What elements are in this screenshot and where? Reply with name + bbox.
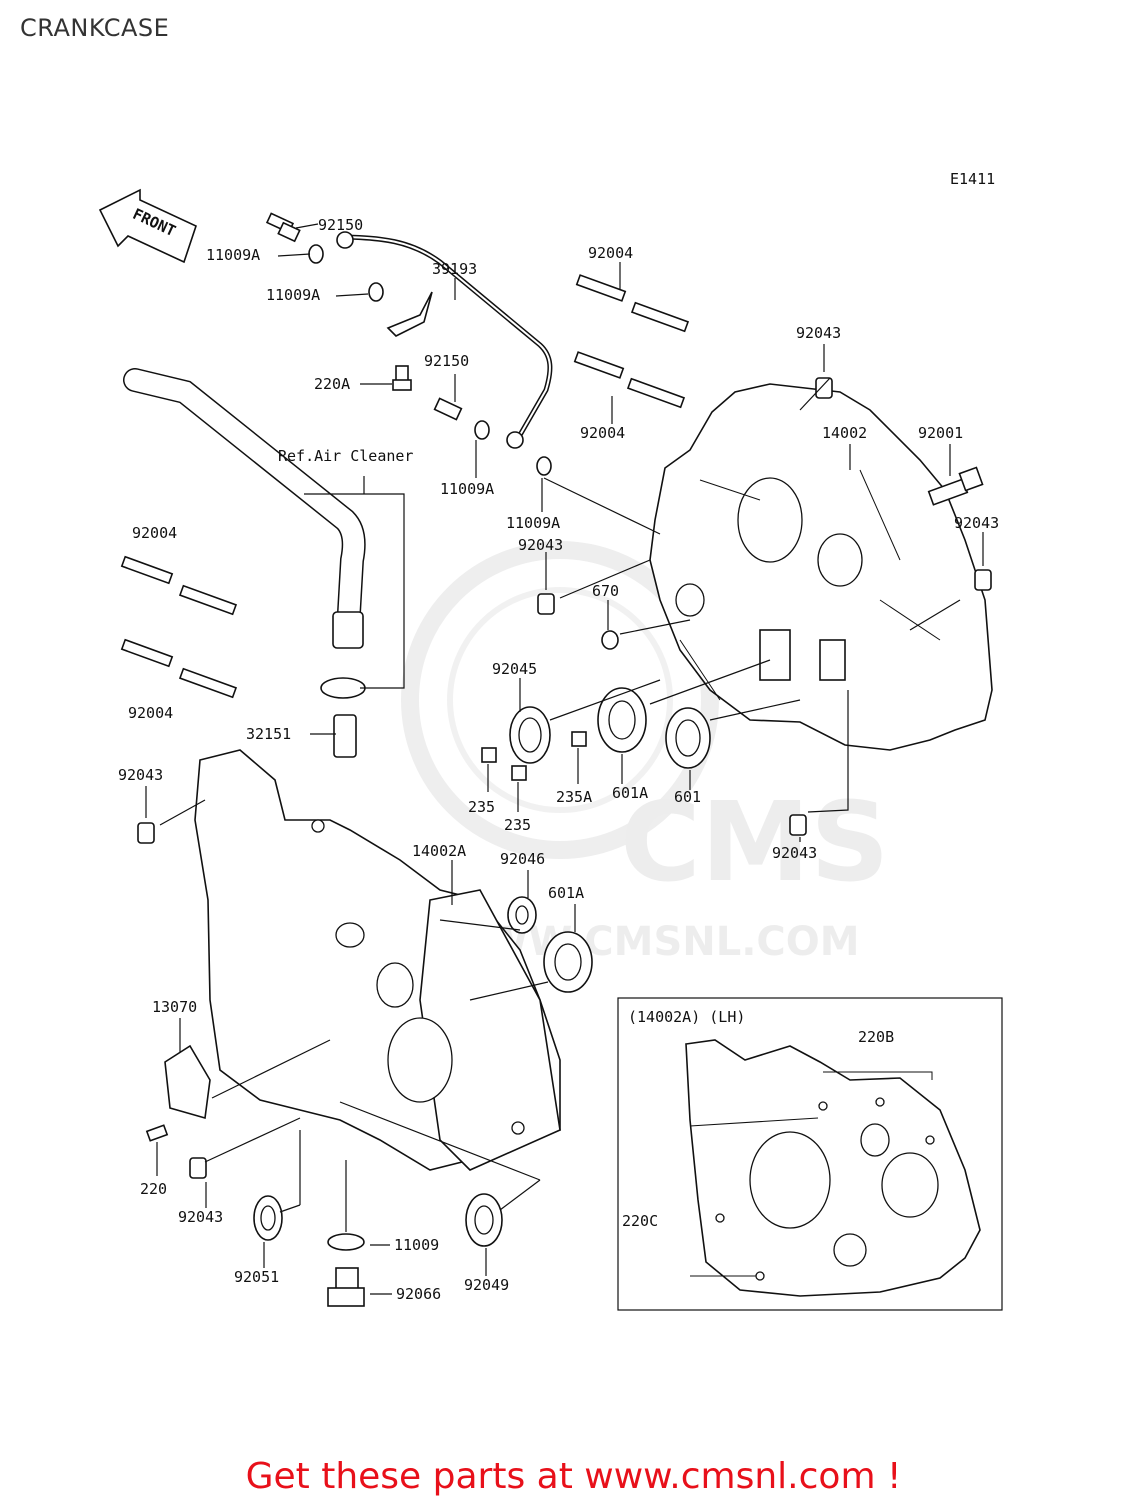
label-11009a: 11009A: [206, 246, 260, 264]
bolt-92150-top: [265, 212, 301, 243]
label-11009a: 11009A: [506, 514, 560, 532]
inset-title: (14002A) (LH): [628, 1008, 745, 1026]
bearing-92046: [507, 896, 537, 934]
label-601: 601: [674, 788, 701, 806]
label-13070: 13070: [152, 998, 197, 1016]
watermark-logo: CMS: [620, 778, 889, 906]
washer-11009: [327, 1233, 365, 1251]
washer-11009a-4: [536, 456, 552, 476]
label-670: 670: [592, 582, 619, 600]
oil-seal-92045: [509, 706, 551, 764]
label-92045: 92045: [492, 660, 537, 678]
plug-92001: [927, 466, 984, 506]
label-220: 220: [140, 1180, 167, 1198]
oil-pipe: [336, 231, 553, 449]
label-235a: 235A: [556, 788, 592, 806]
label-92004: 92004: [132, 524, 177, 542]
bracket-13070: [145, 1044, 211, 1142]
label-601a: 601A: [612, 784, 648, 802]
label-14002a: 14002A: [412, 842, 466, 860]
label-92043: 92043: [796, 324, 841, 342]
dowel-92043-b: [974, 569, 992, 591]
label-92004: 92004: [588, 244, 633, 262]
bearing-601a-left: [543, 931, 593, 993]
label-601a: 601A: [548, 884, 584, 902]
label-14002: 14002: [822, 424, 867, 442]
page-title: CRANKCASE: [20, 14, 170, 42]
bolt-235-b: [511, 765, 527, 781]
label-92043: 92043: [772, 844, 817, 862]
washer-11009a-2: [368, 282, 384, 302]
stud-92004-group-left: [120, 555, 238, 699]
label-92051: 92051: [234, 1268, 279, 1286]
label-92004: 92004: [580, 424, 625, 442]
bolt-235-a: [481, 747, 497, 763]
diagram-code: E1411: [950, 170, 995, 188]
label-235: 235: [468, 798, 495, 816]
label-92043: 92043: [178, 1208, 223, 1226]
oil-seal-92049: [465, 1193, 503, 1247]
label-11009a: 11009A: [266, 286, 320, 304]
label-92004: 92004: [128, 704, 173, 722]
label-92043: 92043: [954, 514, 999, 532]
bearing-601: [665, 707, 711, 769]
label-92150: 92150: [318, 216, 363, 234]
stud-92004-group-top: [573, 274, 690, 409]
bearing-601a: [597, 687, 647, 753]
washer-11009a-1: [308, 244, 324, 264]
oil-seal-92051: [253, 1195, 283, 1241]
label-220c: 220C: [622, 1212, 658, 1230]
breather-hose: [123, 368, 366, 758]
watermark: CMS WWW.CMSNL.COM: [401, 541, 889, 965]
label-92150: 92150: [424, 352, 469, 370]
label-92001: 92001: [918, 424, 963, 442]
dowel-92043-e: [789, 814, 807, 836]
washer-11009a-3: [474, 420, 490, 440]
crankcase-left-14002a: [194, 749, 561, 1171]
label-92046: 92046: [500, 850, 545, 868]
front-arrow-icon: FRONT: [98, 188, 197, 264]
label-32151: 32151: [246, 725, 291, 743]
dowel-92043-f: [189, 1157, 207, 1179]
ref-air-cleaner-note: Ref.Air Cleaner: [278, 447, 413, 465]
dowel-92043-d: [137, 822, 155, 844]
dowel-92043-a: [815, 377, 833, 399]
promo-link[interactable]: Get these parts at www.cmsnl.com !: [245, 1456, 902, 1497]
bolt-92150-mid: [433, 397, 463, 421]
label-92066: 92066: [396, 1285, 441, 1303]
label-92043: 92043: [518, 536, 563, 554]
dowel-92043-c: [537, 593, 555, 615]
label-39193: 39193: [432, 260, 477, 278]
label-220a: 220A: [314, 375, 350, 393]
inset-lh-view: (14002A) (LH): [617, 997, 1003, 1311]
label-220b: 220B: [858, 1028, 894, 1046]
leader-lines: [145, 223, 984, 1295]
label-92049: 92049: [464, 1276, 509, 1294]
part-labels: 92150 11009A 11009A 39193 220A 92150 110…: [118, 216, 999, 1303]
bolt-235a: [571, 731, 587, 747]
label-11009a: 11009A: [440, 480, 494, 498]
label-92043: 92043: [118, 766, 163, 784]
drain-bolt-92066: [327, 1267, 365, 1307]
label-235: 235: [504, 816, 531, 834]
bolt-220a: [392, 365, 412, 391]
label-11009: 11009: [394, 1236, 439, 1254]
o-ring-670: [601, 630, 619, 650]
crankcase-right-14002: [649, 383, 993, 751]
